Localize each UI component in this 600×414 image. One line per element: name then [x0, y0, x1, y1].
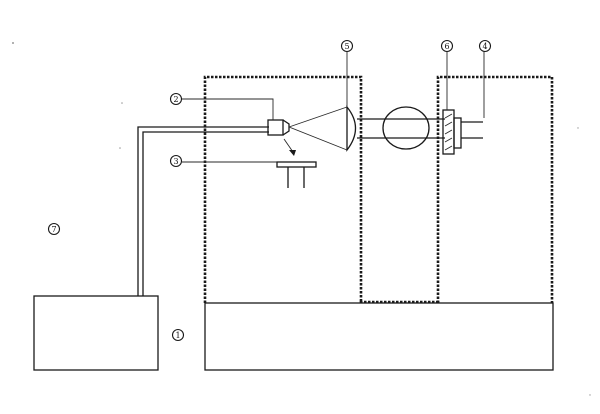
marker-5: 5 [340, 39, 354, 53]
cable-outer [137, 126, 269, 296]
source-head [267, 119, 284, 136]
controller-box [33, 295, 159, 371]
marker-7: 7 [47, 222, 61, 236]
cable-inner [142, 131, 269, 296]
leader-lines [182, 48, 485, 163]
svg-text:3: 3 [173, 157, 178, 166]
marker-2: 2 [169, 92, 183, 106]
svg-text:5: 5 [344, 42, 349, 51]
beam-lines [357, 118, 445, 139]
svg-text:6: 6 [444, 42, 449, 51]
scan-specks [12, 42, 591, 396]
svg-text:1: 1 [175, 331, 180, 340]
base-platform [204, 302, 554, 371]
beam-cone [288, 106, 348, 151]
round-chamber [382, 106, 430, 150]
left-enclosure [203, 75, 363, 303]
sample-stage [276, 161, 317, 188]
target-plate [442, 109, 455, 155]
lens [346, 105, 357, 152]
marker-4: 4 [478, 39, 492, 53]
target-mount [453, 117, 483, 149]
source-nozzle [282, 119, 290, 136]
svg-text:4: 4 [482, 42, 487, 51]
svg-text:2: 2 [173, 95, 178, 104]
deposition-arrow [283, 138, 296, 156]
marker-3: 3 [169, 154, 183, 168]
marker-6: 6 [440, 39, 454, 53]
svg-text:7: 7 [51, 225, 56, 234]
right-enclosure [436, 75, 554, 303]
marker-1: 1 [171, 328, 185, 342]
